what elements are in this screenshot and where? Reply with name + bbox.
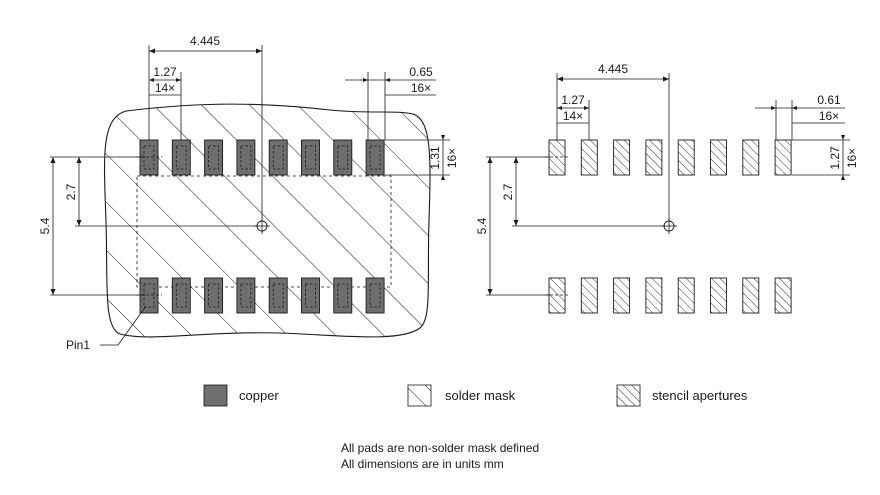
copper-pad: [204, 139, 224, 176]
pad-clearance: [272, 145, 284, 170]
stencil-aperture: [742, 139, 760, 176]
dim-pitch-right: 1.27: [561, 93, 585, 107]
pad-clearance: [272, 283, 284, 308]
copper-pad: [268, 139, 288, 176]
stencil-aperture: [774, 139, 792, 176]
copper-pad: [333, 139, 353, 176]
legend-item-copper: copper: [203, 384, 279, 407]
dim-row-span: 5.4: [38, 217, 52, 234]
pad-clearance: [369, 283, 381, 308]
copper-pad: [204, 277, 224, 314]
left-dimensions: [50, 45, 450, 346]
package-outline: [136, 175, 392, 288]
stencil-aperture: [645, 277, 663, 314]
copper-pad: [365, 277, 385, 314]
stencil-aperture: [677, 139, 695, 176]
pad-clearance: [240, 145, 252, 170]
dim-row-span-right: 5.4: [475, 217, 489, 234]
right-dimension-arrows: [487, 76, 845, 295]
right-dimension-labels: 4.445 1.27 14× 0.61 16× 1.27 16× 2.7 5.4: [475, 62, 859, 234]
copper-pad: [139, 139, 159, 176]
copper-pad: [333, 277, 353, 314]
left-land-pattern: [103, 103, 431, 338]
stencil-aperture: [774, 277, 792, 314]
copper-swatch: [203, 384, 228, 407]
stencil-aperture: [548, 277, 566, 314]
dim-aperture-height-count: 16×: [845, 148, 859, 168]
dim-pitch-span-right: 4.445: [598, 62, 628, 76]
pin1-label: Pin1: [66, 338, 90, 352]
pad-clearance: [337, 145, 349, 170]
stencil-aperture: [613, 277, 631, 314]
copper-pad: [301, 277, 320, 314]
stencil-aperture: [548, 139, 566, 176]
pad-clearance: [143, 145, 155, 170]
dim-aperture-width-count: 16×: [819, 109, 839, 123]
legend-item-stencil: stencil apertures: [616, 384, 748, 407]
legend-solder-mask-label: solder mask: [445, 388, 516, 403]
stencil-aperture: [580, 139, 598, 176]
stencil-aperture: [677, 277, 695, 314]
copper-pad: [268, 277, 288, 314]
dim-pitch: 1.27: [153, 65, 177, 79]
pad-clearance: [208, 145, 220, 170]
copper-pad: [236, 139, 256, 176]
dim-half-span-right: 2.7: [501, 183, 515, 200]
solder-mask-swatch: [407, 384, 432, 407]
legend: copper solder mask stencil apertures: [203, 384, 748, 407]
stencil-aperture: [580, 277, 598, 314]
stencil-aperture: [742, 277, 760, 314]
note-line-2: All dimensions are in units mm: [341, 457, 504, 471]
dim-pitch-span: 4.445: [190, 34, 220, 48]
pad-clearance: [369, 145, 381, 170]
copper-pads: [136, 139, 385, 314]
copper-pad: [171, 139, 191, 176]
pad-clearance: [175, 145, 187, 170]
notes: All pads are non-solder mask defined All…: [341, 441, 539, 471]
stencil-apertures: [545, 139, 792, 314]
dim-aperture-height: 1.27: [828, 146, 842, 170]
dim-pitch-count: 14×: [155, 81, 175, 95]
copper-pad: [236, 277, 256, 314]
legend-item-solder-mask: solder mask: [407, 384, 516, 407]
dim-pad-width: 0.65: [409, 65, 433, 79]
dim-half-span: 2.7: [64, 183, 78, 200]
pad-clearance: [305, 145, 316, 170]
pad-clearance: [305, 283, 316, 308]
pad-clearance: [208, 283, 220, 308]
copper-pad: [139, 277, 159, 314]
pad-clearance: [337, 283, 349, 308]
stencil-aperture: [645, 139, 663, 176]
stencil-swatch: [616, 384, 641, 407]
copper-pad: [365, 139, 385, 176]
pad-clearance: [240, 283, 252, 308]
dim-pad-height-count: 16×: [445, 148, 459, 168]
stencil-aperture: [613, 139, 631, 176]
note-line-1: All pads are non-solder mask defined: [341, 441, 539, 455]
right-dimensions: [486, 73, 850, 296]
legend-copper-label: copper: [239, 388, 279, 403]
legend-stencil-label: stencil apertures: [652, 388, 748, 403]
stencil-aperture: [710, 139, 727, 176]
left-dimension-arrows: [50, 48, 445, 295]
right-stencil-pattern: [545, 139, 792, 314]
dim-aperture-width: 0.61: [817, 93, 841, 107]
stencil-aperture: [710, 277, 727, 314]
dim-pad-width-count: 16×: [411, 81, 431, 95]
pad-clearance: [175, 283, 187, 308]
pad-clearance: [143, 283, 155, 308]
left-dimension-labels: 4.445 1.27 14× 0.65 16× 1.31 16× 2.7 5.4…: [38, 34, 459, 352]
copper-pad: [301, 139, 320, 176]
copper-pad: [171, 277, 191, 314]
dim-pitch-count-right: 14×: [563, 109, 583, 123]
dim-pad-height: 1.31: [428, 146, 442, 170]
